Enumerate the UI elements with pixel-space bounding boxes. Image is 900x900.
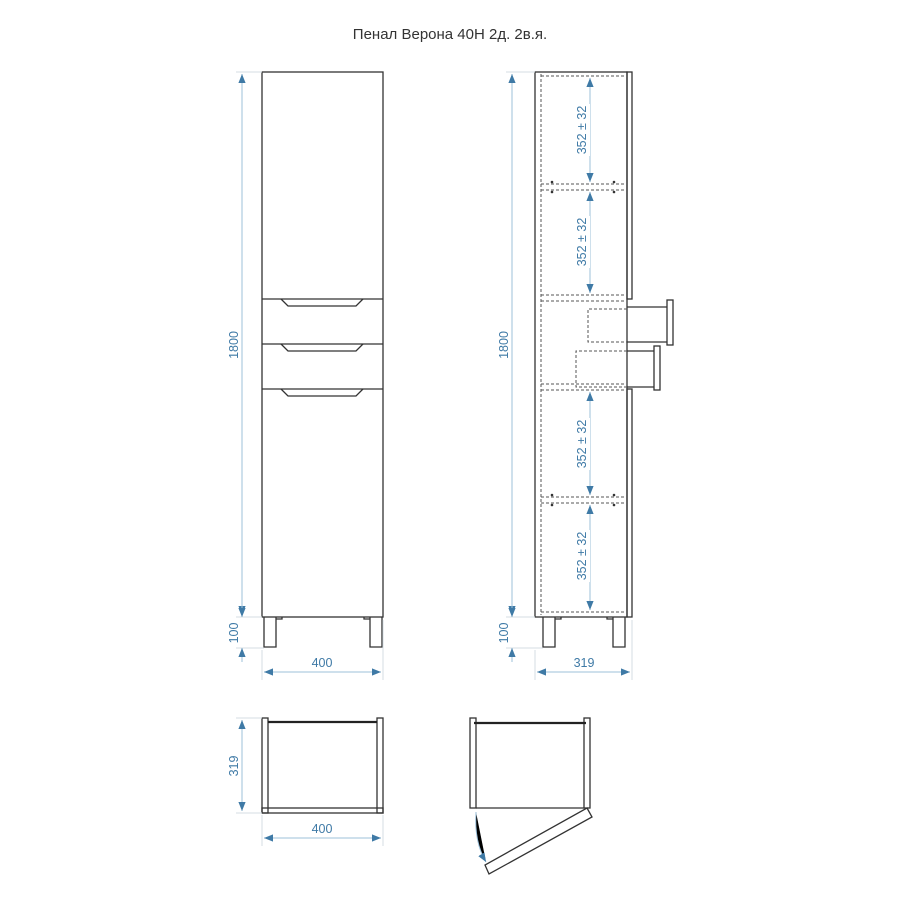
front-width-label: 400 [312, 656, 333, 670]
drawer-handle [280, 343, 364, 352]
front-legs-label: 100 [227, 623, 241, 644]
plan-view-closed: 319 400 [227, 717, 384, 846]
lower-door-edge [626, 388, 633, 618]
drawing-title: Пенал Верона 40Н 2д. 2в.я. [352, 26, 548, 43]
drawer-handle [627, 299, 674, 391]
door-open [484, 807, 593, 875]
shelf-spacing-label: 352 ± 32 [575, 106, 589, 155]
shelf-spacing-label: 352 ± 32 [575, 420, 589, 469]
shelf-spacing-label: 352 ± 32 [575, 218, 589, 267]
front-view: 1800 100 400 [227, 71, 384, 680]
plan-depth-label: 319 [227, 756, 241, 777]
shelf-pin-holes [550, 180, 616, 507]
door-handle [280, 388, 364, 397]
side-legs-label: 100 [497, 623, 511, 644]
leg [263, 617, 283, 648]
plan-width-label: 400 [312, 822, 333, 836]
drawer-handle [280, 298, 364, 307]
cabinet-side [534, 71, 628, 618]
side-height-label: 1800 [497, 331, 511, 359]
plan-view-open [469, 717, 593, 875]
front-height-label: 1800 [227, 331, 241, 359]
side-depth-label: 319 [574, 656, 595, 670]
upper-door-edge [626, 71, 633, 300]
side-view: 352 ± 32 352 ± 32 352 ± 32 352 ± 32 1800… [497, 71, 674, 680]
leg [363, 617, 383, 648]
shelf-spacing-label: 352 ± 32 [575, 532, 589, 581]
leg [542, 617, 562, 648]
doors-closed [261, 807, 384, 814]
leg [606, 617, 626, 648]
door-swing-arrow [475, 811, 487, 863]
